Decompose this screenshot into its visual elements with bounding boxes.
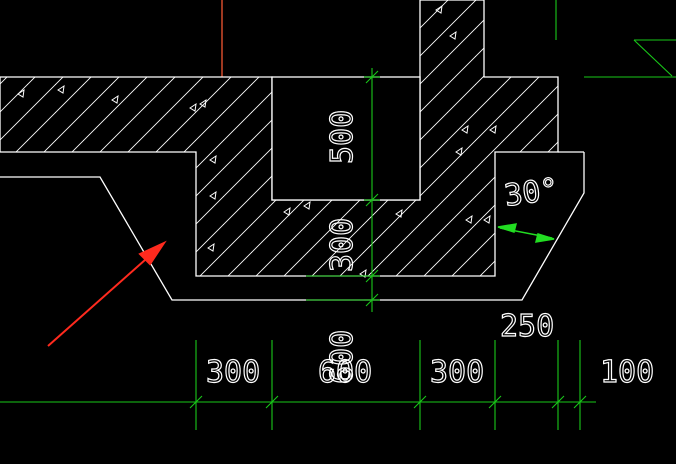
inner-opening xyxy=(271,76,421,201)
dim-vertical-500: 500 xyxy=(325,110,360,164)
dim-vertical-300: 300 xyxy=(325,218,360,272)
dim-vertical-600-ghost: 600 xyxy=(325,330,360,384)
dimension-lines xyxy=(0,0,676,430)
dim-bottom-250: 250 xyxy=(500,309,554,344)
dim-bottom-100: 100 xyxy=(600,355,654,390)
dim-angle-30: 30° xyxy=(502,172,561,214)
angle-arrow xyxy=(497,223,555,243)
aggregate-marks xyxy=(17,4,497,278)
red-pointer-arrow xyxy=(47,240,167,347)
dim-bottom-300-left: 300 xyxy=(206,355,260,390)
dim-bottom-300-right: 300 xyxy=(430,355,484,390)
dim-bottom-600: 600 xyxy=(318,355,372,390)
